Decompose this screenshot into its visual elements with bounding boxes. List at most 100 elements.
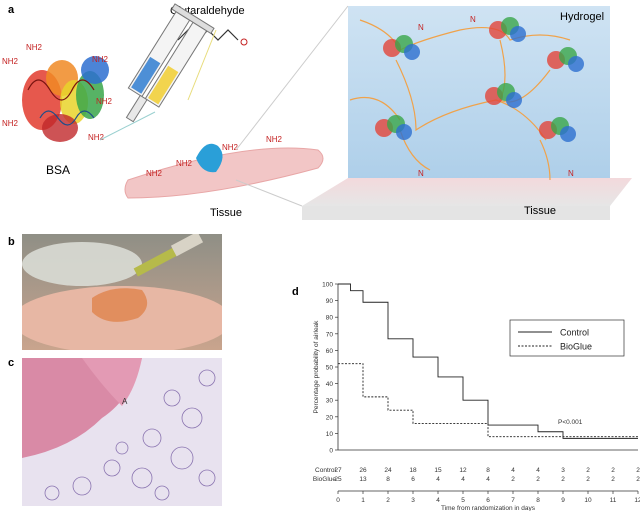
tissue-slab (302, 178, 632, 206)
y-tick-label: 50 (326, 365, 334, 372)
at-risk-value: 15 (434, 467, 442, 474)
at-risk-value: 24 (384, 467, 392, 474)
at-risk-value: 2 (586, 476, 590, 483)
at-risk-value: 12 (459, 467, 467, 474)
y-tick-label: 0 (329, 448, 333, 455)
at-risk-value: 6 (411, 476, 415, 483)
tissue-slab-front (302, 206, 610, 220)
at-risk-row-label: BioGlue (313, 476, 337, 483)
x-tick-label: 4 (436, 497, 440, 504)
x-axis-label: Time from randomization in days (441, 505, 536, 511)
n-label: N (418, 23, 424, 32)
at-risk-value: 2 (536, 476, 540, 483)
tissue-label: Tissue (210, 207, 242, 219)
at-risk-value: 2 (586, 467, 590, 474)
n-label: N (568, 169, 574, 178)
legend-box (509, 319, 625, 357)
tissue-right-label: Tissue (524, 205, 556, 217)
y-tick-label: 90 (326, 298, 334, 305)
at-risk-value: 2 (561, 476, 565, 483)
x-tick-label: 11 (610, 497, 617, 504)
x-tick-label: 0 (336, 497, 340, 504)
amine-label: NH2 (146, 169, 163, 178)
at-risk-value: 4 (461, 476, 465, 483)
x-tick-label: 6 (486, 497, 490, 504)
hydrogel-label: Hydrogel (560, 11, 604, 23)
x-tick-label: 9 (561, 497, 565, 504)
histology-annotation: A (122, 397, 128, 406)
at-risk-value: 2 (611, 476, 615, 483)
at-risk-value: 13 (359, 476, 367, 483)
at-risk-value: 4 (436, 476, 440, 483)
legend-label-bioglue: BioGlue (560, 342, 592, 352)
y-tick-label: 10 (326, 431, 334, 438)
amine-label: NH2 (88, 133, 105, 142)
legend-label-control: Control (560, 328, 589, 338)
amine-label: NH2 (266, 135, 283, 144)
panel-label-b: b (8, 236, 15, 248)
y-tick-label: 30 (326, 398, 334, 405)
y-axis-label: Percentage probability of airleak (313, 320, 320, 414)
p-value-annotation: P<0.001 (558, 419, 583, 426)
n-label: N (470, 15, 476, 24)
amine-label: NH2 (92, 55, 109, 64)
y-tick-label: 20 (326, 414, 334, 421)
bsa-label: BSA (46, 163, 70, 177)
amine-label: NH2 (176, 159, 193, 168)
amine-label: NH2 (26, 43, 43, 52)
y-tick-label: 60 (326, 348, 334, 355)
tissue-left-shape (124, 147, 324, 199)
bsa-protein-icon (22, 56, 109, 142)
n-label: N (418, 169, 424, 178)
y-tick-label: 70 (326, 331, 334, 338)
panel-a-diagram: NH2 NH2 NH2 NH2 NH2 NH2 BSA Glutaraldehy… (2, 3, 632, 220)
series-line-bioglue (338, 363, 638, 438)
glue-drop-icon (196, 143, 223, 173)
at-risk-value: 8 (486, 467, 490, 474)
at-risk-value: 4 (511, 467, 515, 474)
x-tick-label: 3 (411, 497, 415, 504)
panel-label-c: c (8, 357, 15, 369)
chart-series (338, 283, 638, 439)
at-risk-row-label: Control (315, 467, 337, 474)
at-risk-value: 3 (561, 467, 565, 474)
at-risk-value: 2 (511, 476, 515, 483)
y-tick-label: 40 (326, 381, 334, 388)
at-risk-value: 2 (636, 467, 640, 474)
panel-label-d: d (292, 286, 299, 298)
x-tick-label: 2 (386, 497, 390, 504)
crosslinked-protein-icon (375, 17, 584, 142)
x-tick-label: 8 (536, 497, 540, 504)
at-risk-value: 2 (611, 467, 615, 474)
x-tick-label: 5 (461, 497, 465, 504)
y-tick-label: 100 (322, 282, 333, 289)
panel-label-a: a (8, 4, 15, 16)
glue-patch-shape (92, 288, 148, 322)
x-tick-label: 1 (361, 497, 365, 504)
amine-label: NH2 (2, 57, 19, 66)
x-tick-label: 12 (634, 497, 640, 504)
series-line-control (338, 283, 638, 439)
dual-syringe-icon (125, 3, 215, 123)
panel-b-photo (22, 234, 222, 350)
at-risk-value: 4 (486, 476, 490, 483)
at-risk-value: 2 (636, 476, 640, 483)
amine-label: NH2 (2, 119, 19, 128)
y-tick-label: 80 (326, 315, 334, 322)
amine-label: NH2 (222, 143, 239, 152)
x-tick-label: 10 (584, 497, 592, 504)
amine-label: NH2 (96, 97, 113, 106)
x-tick-label: 7 (511, 497, 515, 504)
at-risk-value: 18 (409, 467, 417, 474)
at-risk-value: 4 (536, 467, 540, 474)
at-risk-value: 8 (386, 476, 390, 483)
at-risk-value: 26 (359, 467, 367, 474)
panel-c-histology: A (22, 358, 222, 506)
at-risk-value: 27 (334, 467, 342, 474)
at-risk-value: 25 (334, 476, 342, 483)
